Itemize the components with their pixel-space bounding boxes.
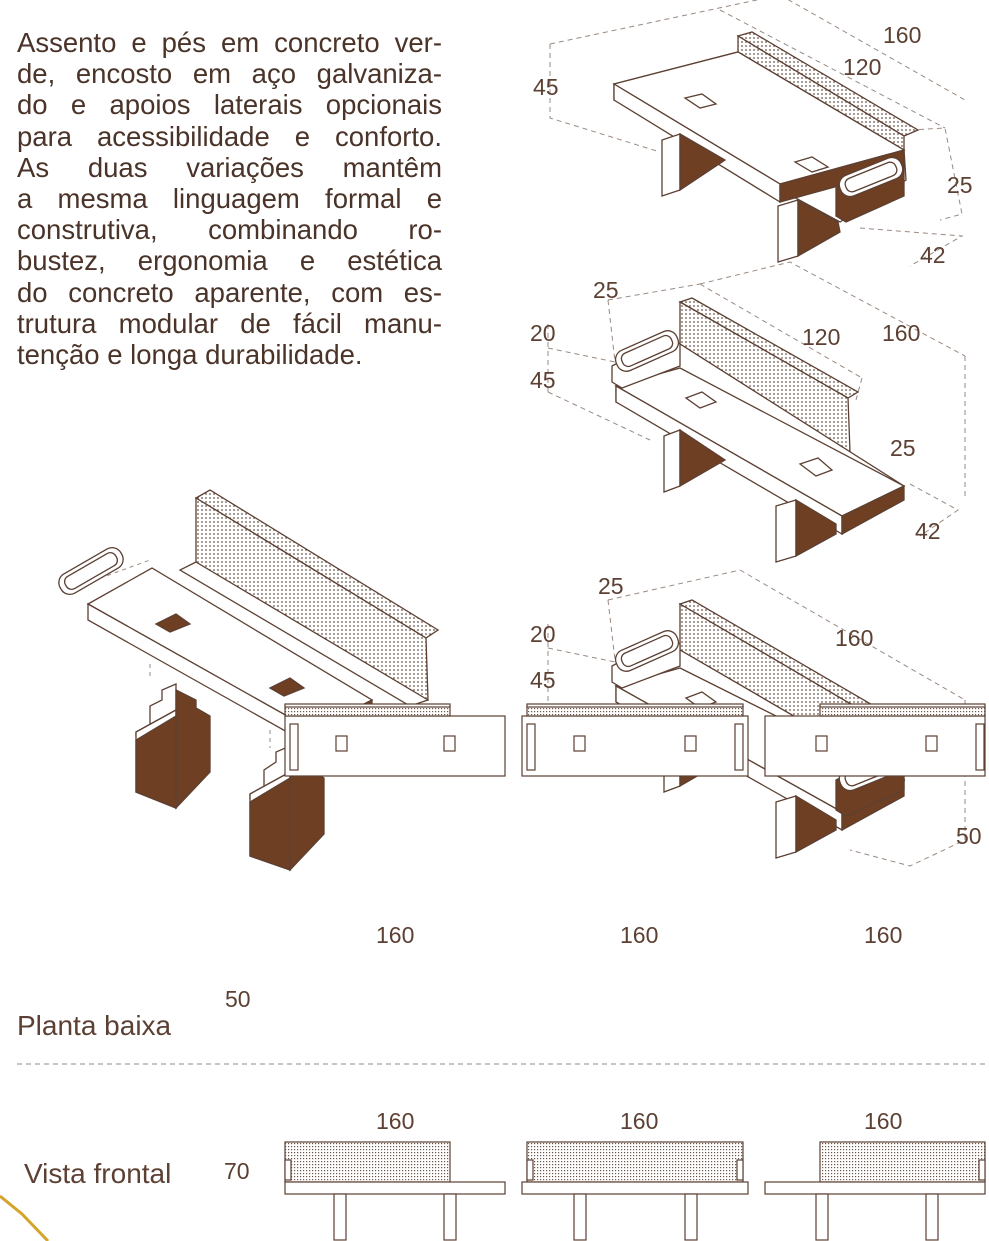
dim-bench3-arm-height: 20 — [530, 621, 556, 647]
description-line: As duas variações mantêm — [17, 151, 442, 183]
plan-width-2: 160 — [620, 922, 659, 948]
plan-width-3: 160 — [864, 922, 903, 948]
plan-bench-2 — [521, 703, 749, 777]
front-bench-3 — [764, 1141, 986, 1241]
description-line: tenção e longa durabilidade. — [17, 339, 363, 371]
dim-bench2-seat-gap: 25 — [593, 277, 619, 303]
front-bench-1 — [284, 1141, 506, 1241]
description-line: a mesma linguagem formal e — [17, 183, 442, 215]
bench-2-isometric — [547, 261, 966, 563]
front-bench-2 — [521, 1141, 749, 1241]
dim-bench3-depth: 50 — [956, 823, 982, 849]
front-width-3: 160 — [864, 1108, 903, 1134]
dim-bench3-back-height: 25 — [598, 573, 624, 599]
description-text: Assento e pés em concreto ver- de, encos… — [17, 27, 442, 370]
dim-bench2-total-length: 160 — [882, 320, 921, 346]
dim-bench2-arm-height: 20 — [530, 320, 556, 346]
front-view — [284, 1141, 986, 1241]
plan-width-1: 160 — [376, 922, 415, 948]
dim-bench2-back-length: 120 — [802, 324, 841, 350]
dim-bench1-total-length: 160 — [883, 22, 922, 48]
plan-bench-3 — [764, 703, 986, 777]
dim-bench3-height: 45 — [530, 667, 556, 693]
dim-bench1-depth: 42 — [920, 242, 946, 268]
description-line: bustez, ergonomia e estética — [17, 245, 442, 277]
plan-bench-1 — [284, 703, 506, 777]
bench-1-isometric — [549, 0, 966, 267]
plan-view — [284, 703, 986, 777]
dim-bench1-height: 45 — [533, 74, 559, 100]
dim-bench2-back-height: 25 — [890, 435, 916, 461]
description-line: para acessibilidade e conforto. — [17, 120, 442, 152]
accent-corner-line — [0, 1194, 50, 1241]
plan-depth: 50 — [225, 986, 251, 1012]
plan-title: Planta baixa — [17, 1010, 172, 1041]
front-width-1: 160 — [376, 1108, 415, 1134]
description-line: do concreto aparente, com es- — [17, 276, 442, 308]
description-line: de, encosto em aço galvaniza- — [17, 58, 442, 90]
dim-bench1-back-length: 120 — [843, 54, 882, 80]
front-title: Vista frontal — [24, 1158, 172, 1189]
exploded-view — [58, 489, 440, 872]
description-line: trutura modular de fácil manu- — [17, 307, 442, 339]
dim-bench3-total-length: 160 — [835, 625, 874, 651]
description-line: construtiva, combinando ro- — [17, 214, 442, 246]
description-line: do e apoios laterais opcionais — [17, 89, 442, 121]
dim-bench2-depth: 42 — [915, 518, 941, 544]
front-width-2: 160 — [620, 1108, 659, 1134]
description-line: Assento e pés em concreto ver- — [17, 27, 442, 58]
dim-bench1-back-height: 25 — [947, 172, 973, 198]
front-height: 70 — [224, 1158, 250, 1184]
dim-bench2-height: 45 — [530, 367, 556, 393]
